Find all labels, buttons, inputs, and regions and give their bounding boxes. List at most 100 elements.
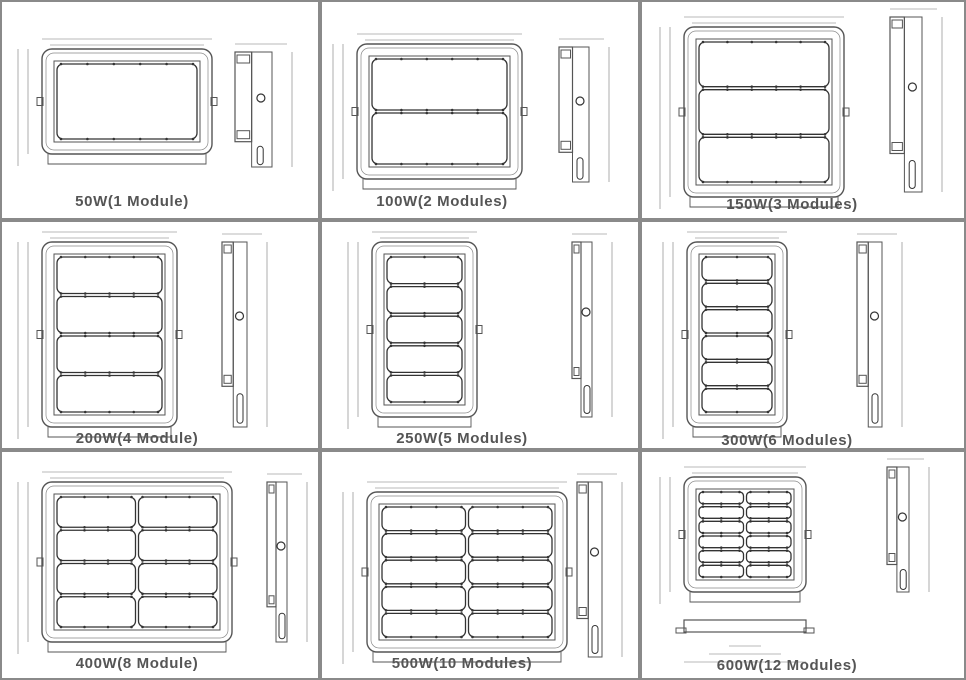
- screw: [701, 575, 705, 579]
- screw: [423, 282, 426, 285]
- screw: [400, 57, 403, 61]
- bracket-knob: [520, 107, 528, 116]
- screw: [456, 311, 460, 315]
- screw: [188, 495, 191, 499]
- screw: [501, 108, 505, 112]
- screw: [471, 635, 474, 639]
- screw: [425, 57, 429, 61]
- front-view: [332, 33, 528, 191]
- screw: [59, 137, 63, 141]
- screw: [389, 255, 393, 259]
- led-module: [381, 586, 467, 612]
- screw: [785, 561, 789, 564]
- screw: [83, 295, 87, 298]
- screw: [59, 592, 63, 596]
- screw: [188, 559, 191, 562]
- front-view: [17, 38, 218, 166]
- screw: [211, 592, 215, 596]
- screw: [521, 635, 525, 639]
- screw: [132, 374, 136, 377]
- mounting-bracket: [362, 179, 517, 190]
- screw: [767, 505, 771, 508]
- screw: [704, 410, 708, 414]
- screw: [456, 371, 460, 374]
- side-view: [576, 473, 623, 658]
- led-module: [698, 564, 745, 578]
- wattage-caption: 600W(12 Modules): [716, 657, 858, 674]
- mounting-bracket: [47, 427, 172, 438]
- side-housing: [571, 241, 582, 380]
- led-module: [698, 550, 745, 563]
- led-module: [386, 315, 463, 344]
- drawing-cell: 200W(4 Module): [0, 220, 320, 450]
- led-module: [137, 496, 218, 528]
- screw: [546, 585, 550, 589]
- side-bracket: [251, 51, 273, 168]
- screw: [156, 295, 160, 298]
- wattage-caption: 300W(6 Modules): [721, 432, 853, 449]
- screw: [766, 279, 770, 282]
- mounting-bracket: [692, 427, 782, 438]
- screw: [785, 546, 789, 549]
- screw: [767, 575, 771, 579]
- screw: [141, 528, 144, 532]
- drawing-cell: 500W(10 Modules): [320, 450, 640, 680]
- screw: [188, 562, 191, 565]
- screw: [766, 361, 770, 364]
- screw: [774, 133, 778, 136]
- screw: [86, 62, 89, 66]
- led-module: [371, 58, 508, 111]
- screw: [749, 505, 752, 508]
- screw: [423, 341, 426, 345]
- screw: [471, 505, 474, 509]
- pivot-icon: [907, 82, 917, 92]
- side-view: [571, 233, 613, 418]
- screw: [766, 334, 770, 338]
- screw: [719, 549, 723, 552]
- screw: [496, 558, 499, 562]
- screw: [423, 344, 426, 348]
- screw: [749, 564, 752, 567]
- screw: [496, 529, 499, 532]
- screw: [164, 625, 168, 629]
- housing-outline: [686, 241, 788, 428]
- pivot-icon: [256, 93, 266, 103]
- led-module: [386, 374, 463, 403]
- screw: [471, 582, 474, 586]
- led-module: [467, 506, 553, 532]
- front-view: [17, 471, 238, 654]
- screw: [59, 559, 63, 562]
- screw: [521, 582, 525, 586]
- screw: [735, 255, 739, 259]
- wattage-caption: 50W(1 Module): [75, 193, 189, 210]
- screw: [521, 609, 525, 612]
- housing-inner-outline: [45, 52, 209, 151]
- screw: [496, 532, 499, 535]
- screw: [767, 549, 771, 552]
- screw: [460, 585, 463, 589]
- screw: [384, 585, 388, 589]
- screw: [701, 502, 705, 505]
- screw: [141, 592, 144, 596]
- housing-outline: [41, 48, 213, 155]
- wattage-caption: 200W(4 Module): [75, 430, 199, 447]
- bracket-slot: [908, 160, 916, 189]
- bracket-knob: [678, 107, 686, 117]
- screw: [130, 528, 133, 532]
- screw: [823, 133, 827, 136]
- screw: [471, 585, 474, 589]
- screw: [435, 612, 438, 615]
- screw: [546, 529, 550, 532]
- side-clip-top: [888, 469, 896, 479]
- screw: [211, 495, 215, 499]
- side-housing: [558, 46, 574, 153]
- front-view: [659, 16, 850, 209]
- screw: [188, 528, 191, 532]
- drawing-cell: 50W(1 Module): [0, 0, 320, 220]
- screw: [141, 625, 144, 629]
- screw: [59, 625, 63, 629]
- screw: [719, 517, 723, 520]
- side-clip-top: [578, 484, 587, 494]
- screw: [767, 564, 771, 567]
- screw: [735, 410, 739, 414]
